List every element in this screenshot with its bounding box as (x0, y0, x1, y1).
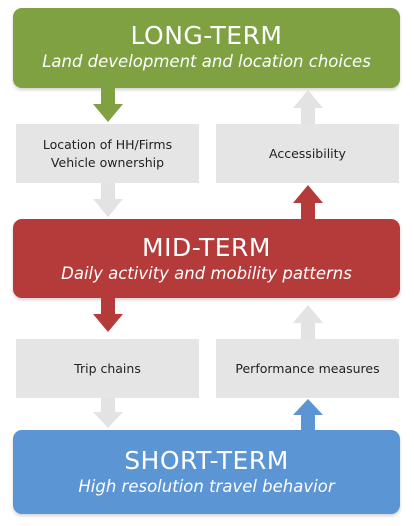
mid-to-trip-arrow-icon (93, 298, 123, 332)
trip-chains-box: Trip chains (16, 339, 199, 398)
long-term-subtitle: Land development and location choices (42, 52, 371, 71)
accessibility-box: Accessibility (216, 124, 399, 183)
vehicle-ownership-label: Vehicle ownership (50, 154, 165, 170)
performance-measures-label: Performance measures (235, 360, 380, 376)
accessibility-to-long-arrow-icon (293, 90, 323, 124)
mid-term-subtitle: Daily activity and mobility patterns (61, 264, 352, 283)
short-to-performance-arrow-icon (293, 399, 323, 430)
accessibility-label: Accessibility (269, 145, 346, 161)
location-label: Location of HH/Firms (42, 136, 173, 152)
long-term-title: LONG-TERM (130, 21, 283, 50)
short-term-title: SHORT-TERM (124, 446, 289, 475)
short-term-band: SHORT-TERM High resolution travel behavi… (13, 430, 400, 514)
short-term-subtitle: High resolution travel behavior (78, 477, 335, 496)
location-ownership-box: Location of HH/Firms Vehicle ownership (16, 124, 199, 183)
mid-term-title: MID-TERM (142, 233, 271, 262)
long-term-band: LONG-TERM Land development and location … (13, 8, 400, 88)
performance-measures-box: Performance measures (216, 339, 399, 398)
location-to-mid-arrow-icon (93, 183, 123, 217)
mid-to-accessibility-arrow-icon (293, 185, 323, 219)
trip-to-short-arrow-icon (93, 398, 123, 428)
trip-chains-label: Trip chains (74, 360, 141, 376)
mid-term-band: MID-TERM Daily activity and mobility pat… (13, 219, 400, 298)
long-to-location-arrow-icon (93, 88, 123, 122)
performance-to-mid-arrow-icon (293, 305, 323, 339)
